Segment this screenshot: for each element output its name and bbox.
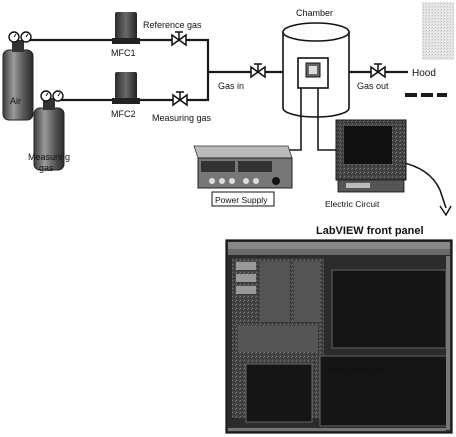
mfc2-label: MFC2 [111,109,136,119]
mfc1-label: MFC1 [111,48,136,58]
electric-circuit-icon [335,119,407,193]
chamber-icon [282,22,350,118]
labview-title: LabVIEW front panel [316,225,424,237]
valve-icon-ref [171,31,187,47]
gas-in-label: Gas in [218,81,244,91]
reference-gas-label: Reference gas [143,20,202,30]
chamber-label: Chamber [296,8,333,18]
gas-out-label: Gas out [357,81,389,91]
valve-icon-meas [172,91,188,107]
wire-to-circuit [317,88,338,151]
measuring-tank-label-line1: Measuring [28,152,70,162]
hood-icon [422,2,454,60]
power-supply-label-box [211,191,275,207]
mfc1-icon [112,12,140,44]
air-cylinder-icon: Air [2,31,34,121]
measuring-gas-label: Measuring gas [152,113,212,123]
valve-icon-gas-in [250,63,266,79]
measuring-gas-line [60,60,210,102]
arrow-icon [439,205,452,217]
mfc2-icon [112,72,140,104]
reference-gas-line [30,38,210,60]
air-label: Air [10,96,21,106]
measuring-tank-label-line2: gas [39,163,54,173]
labview-panel [225,239,453,434]
measuring-gas-cylinder-icon [33,90,65,171]
temperature-label: Temperature [325,364,384,376]
electric-circuit-label: Electric Circuit [325,199,380,209]
hood-label: Hood [412,68,436,79]
power-supply-label: Power Supply [215,195,268,205]
valve-icon-gas-out [370,63,386,79]
wire-to-labview [399,161,447,209]
power-supply-icon [193,145,293,189]
